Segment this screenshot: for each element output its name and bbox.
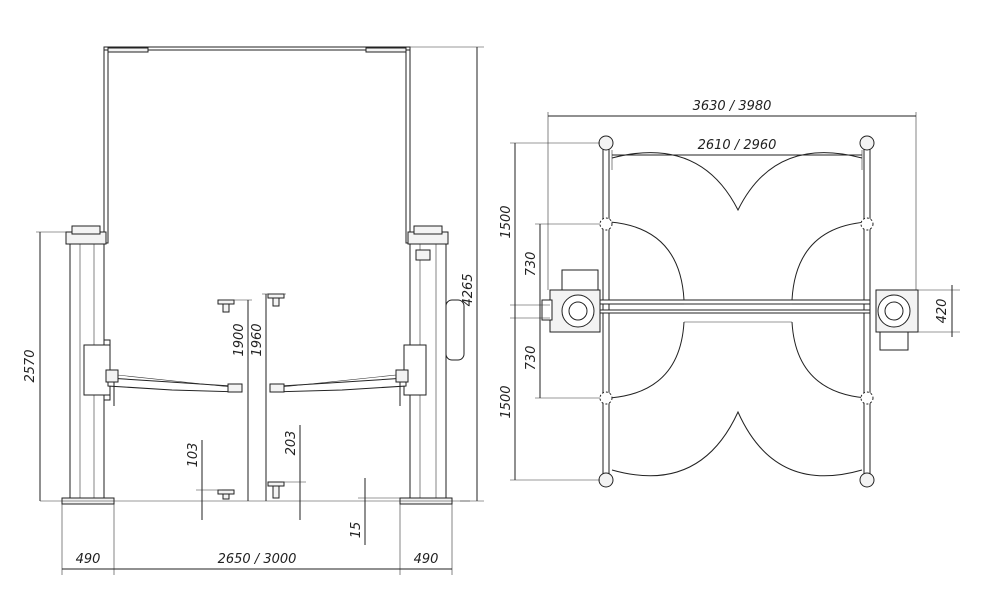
dim-min-height-left: 103 (186, 443, 201, 468)
pad-top-right (859, 135, 875, 151)
pad-low-left (217, 489, 235, 495)
pad-raised-left (217, 299, 235, 305)
front-view: 4265 2570 1900 1960 103 203 15 490 2650 … (23, 46, 484, 575)
overhead-post-right (405, 46, 411, 244)
dim-max-lift-b: 1960 (250, 323, 265, 356)
right-lift-arm (270, 377, 407, 393)
dim-inner-width: 2610 / 2960 (698, 138, 777, 153)
dim-plate-height: 15 (349, 522, 364, 539)
pad-raised-right (267, 293, 285, 299)
swing-arc-top (611, 152, 863, 212)
dim-arm-min-bottom: 730 (524, 346, 539, 371)
dim-arm-reach-top: 1500 (499, 205, 514, 238)
pad-top-left (598, 135, 614, 151)
dim-column-height: 2570 (23, 349, 38, 382)
pad-low-right (267, 481, 285, 487)
swing-arc-bottom (611, 410, 863, 477)
dim-overall-height: 4265 (461, 273, 476, 306)
dim-between-columns: 2650 / 3000 (218, 552, 297, 567)
overhead-bracket-left (107, 47, 149, 53)
pad-bottom-left (598, 472, 614, 488)
dim-overall-width: 3630 / 3980 (693, 99, 772, 114)
dim-base-right: 490 (414, 552, 439, 567)
dim-arm-min-top: 730 (524, 252, 539, 277)
overhead-beam (103, 46, 411, 51)
left-lift-arm (107, 377, 242, 393)
motor-unit (445, 299, 465, 361)
dim-max-lift-a: 1900 (232, 323, 247, 356)
cross-beam-bottom (599, 309, 871, 314)
dim-min-height-right: 203 (284, 431, 299, 456)
dim-column-depth: 420 (935, 299, 950, 324)
overhead-bracket-right (365, 47, 407, 53)
dim-arm-reach-bottom: 1500 (499, 385, 514, 418)
cross-beam-top (599, 299, 871, 305)
pad-bottom-right (859, 472, 875, 488)
overhead-post-left (103, 46, 109, 244)
dim-base-left: 490 (76, 552, 101, 567)
top-view: 3630 / 3980 2610 / 2960 1500 1500 730 73… (499, 99, 960, 488)
